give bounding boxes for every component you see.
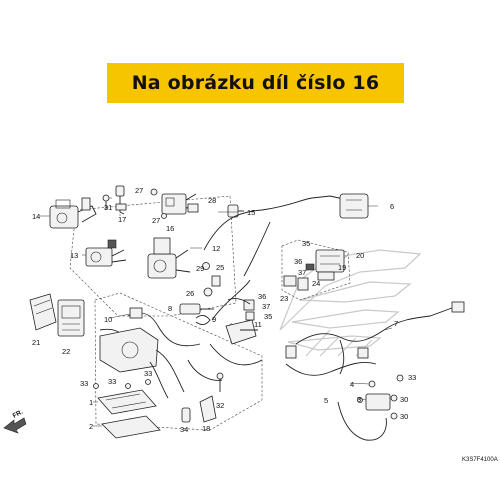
callout-13: 13 [70,251,78,260]
callout-1: 1 [89,398,93,407]
part-37 [245,311,255,321]
cover-21 [29,293,57,331]
callout-labels: 1 2 3 4 5 6 7 8 9 10 11 12 13 14 15 16 1… [32,186,416,434]
callout-22: 22 [62,347,70,356]
bolt-29 [202,262,210,270]
main-harness-6 [187,193,369,381]
callout-34: 34 [180,425,188,434]
key-15 [227,204,244,218]
direction-label: FR. [12,409,25,420]
dashed-frame-switch-group [69,195,237,317]
callout-25: 25 [216,263,224,272]
part-18 [199,395,217,423]
switch-assembly-13 [85,239,127,267]
callout-11: 11 [254,320,262,329]
regulator-20 [305,249,345,281]
callout-31: 31 [104,203,112,212]
callout-5: 5 [324,396,328,405]
part-number-banner: Na obrázku díl číslo 16 [107,63,404,103]
banner-text: Na obrázku díl číslo 16 [131,72,380,94]
callout-33b: 33 [108,377,116,386]
sensor-34 [181,407,191,423]
callout-4: 4 [350,380,354,389]
callout-35a: 35 [302,239,310,248]
sub-harness-7 [285,301,465,376]
callout-33d: 33 [408,373,416,382]
key-assembly-17 [115,185,127,215]
switch-16-with-screws-27 [150,188,199,219]
callout-16: 16 [166,224,174,233]
holder-8 [179,303,214,315]
callout-8: 8 [168,304,172,313]
clip-9 [195,315,211,325]
callout-6: 6 [390,202,394,211]
callout-24: 24 [312,279,320,288]
callout-27b: 27 [152,216,160,225]
callout-18: 18 [202,424,210,433]
ignition-switch-assembly-14 [49,197,97,229]
leader-lines [40,197,393,427]
honda-wing-logo [279,249,422,357]
dashed-frame-harness-group [94,292,263,431]
bolts-33-left [93,379,151,389]
callout-37b: 37 [262,302,270,311]
bracket-11 [225,319,258,345]
callout-17: 17 [118,215,126,224]
callout-10: 10 [104,315,112,324]
bulb-26 [203,287,213,297]
gasket-2 [101,415,161,439]
bolt-33-right [396,374,404,382]
control-unit-body [99,327,185,399]
callout-28: 28 [208,196,216,205]
callout-27a: 27 [135,186,143,195]
callout-9: 9 [212,315,216,324]
unit-22 [57,299,85,337]
callout-23: 23 [280,294,288,303]
callout-19: 19 [338,263,346,272]
callout-30b: 30 [400,412,408,421]
part-32 [216,372,224,392]
part-28 [187,203,199,213]
callout-36b: 36 [258,292,266,301]
front-direction-arrow-icon: FR. [3,409,27,434]
lock-assembly-12 [147,237,191,279]
callout-32: 32 [216,401,224,410]
callout-26: 26 [186,289,194,298]
dashed-frame-connector-group [281,239,351,301]
part-36 [243,299,255,311]
callout-3: 3 [357,395,361,404]
callout-15: 15 [247,208,255,217]
callout-14: 14 [32,212,40,221]
callout-35b: 35 [264,312,272,321]
connector-23 [283,275,297,287]
callout-2: 2 [89,422,93,431]
diagram-code: K3S7F4100A [462,457,498,463]
bolts-30 [390,394,398,420]
bracket-25 [211,275,221,287]
callout-21: 21 [32,338,40,347]
callout-37a: 37 [298,268,306,277]
callout-36a: 36 [294,257,302,266]
callout-20: 20 [356,251,364,260]
callout-30a: 30 [400,395,408,404]
callout-33a: 33 [80,379,88,388]
cable-5 [337,380,391,441]
callout-12: 12 [212,244,220,253]
callout-7: 7 [394,319,398,328]
relay-24 [297,277,309,291]
callout-33c: 33 [144,369,152,378]
callout-29: 29 [196,264,204,273]
plate-1 [97,389,157,415]
